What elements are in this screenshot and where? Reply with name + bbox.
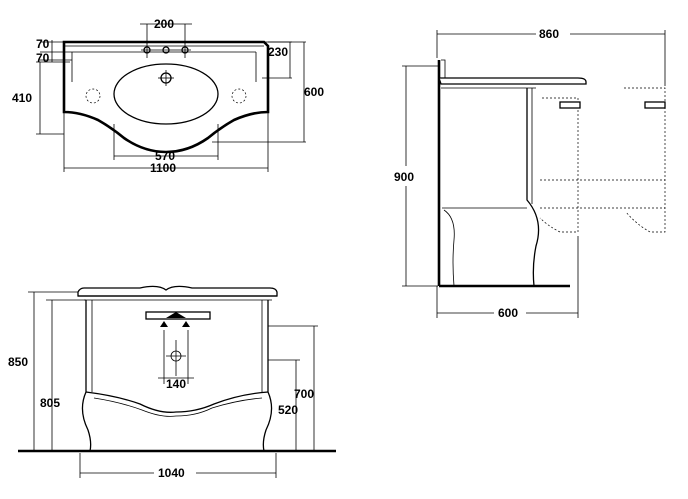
front-left-leg-outer xyxy=(81,300,92,452)
side-basin-slab xyxy=(438,77,587,85)
dim-600-label: 600 xyxy=(304,85,324,99)
side-backsplash xyxy=(441,59,446,78)
front-right-leg-outer xyxy=(262,300,273,452)
dim-140-label: 140 xyxy=(166,377,186,391)
front-apron-inner xyxy=(93,397,263,417)
dim-700-label: 700 xyxy=(294,387,314,401)
top-view: 200 70 70 410 230 600 570 1100 xyxy=(12,17,324,175)
basin-top-outline xyxy=(62,40,270,154)
side-hole-right xyxy=(231,88,247,104)
side-front-leg-outer xyxy=(526,88,540,287)
side-rear-leg xyxy=(443,209,455,287)
front-tap-right-icon xyxy=(182,321,190,327)
dim-230-label: 230 xyxy=(268,45,288,59)
dim-850-label: 850 xyxy=(8,355,28,369)
dim-805-label: 805 xyxy=(40,396,60,410)
side-drawer-extended xyxy=(624,87,666,233)
dim-200-label: 200 xyxy=(154,17,174,31)
dim-520-label: 520 xyxy=(278,403,298,417)
front-basin-slab xyxy=(77,285,278,297)
dim-70a-label: 70 xyxy=(36,37,50,51)
front-tap-left-icon xyxy=(160,321,168,327)
side-view: 860 900 600 xyxy=(394,27,666,320)
front-apron-curve xyxy=(85,391,269,413)
side-handle-1-icon xyxy=(559,101,581,109)
dim-600s-label: 600 xyxy=(498,306,518,320)
side-drawer-rails xyxy=(540,179,665,209)
dim-1100-label: 1100 xyxy=(150,161,176,175)
front-view: 140 850 805 700 520 1040 xyxy=(8,285,336,480)
front-spout-icon xyxy=(166,312,186,318)
dim-70b-label: 70 xyxy=(36,51,50,65)
side-drawer-open xyxy=(539,97,579,233)
dim-570-label: 570 xyxy=(155,149,175,163)
side-hole-left xyxy=(85,88,101,104)
dim-860-label: 860 xyxy=(539,27,559,41)
dim-410-label: 410 xyxy=(12,91,32,105)
dim-900-label: 900 xyxy=(394,170,414,184)
bowl-ellipse xyxy=(113,63,219,125)
side-handle-2-icon xyxy=(644,101,666,109)
dim-1040-label: 1040 xyxy=(158,466,185,480)
